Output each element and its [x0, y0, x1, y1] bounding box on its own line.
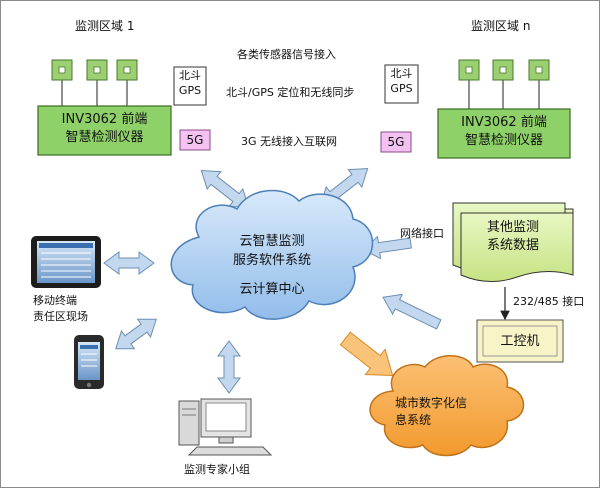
sensor-icon [86, 59, 108, 81]
cloud-city-arrow [339, 331, 394, 376]
sensor-icon [458, 59, 480, 81]
beidou-line1: 北斗 [179, 69, 201, 82]
left-device-cloud-arrow [200, 169, 250, 209]
beidou-text-left: 北斗 GPS [174, 69, 206, 99]
serial-port-label: 232/485 接口 [513, 295, 585, 308]
device-line2: 智慧检测仪器 [464, 132, 543, 148]
tablet-cloud-arrow [103, 251, 155, 275]
city-line2: 息系统 [395, 413, 432, 428]
right-device-group [380, 59, 571, 159]
gps-sync-label: 北斗/GPS 定位和无线同步 [226, 86, 355, 99]
ipc-box [476, 319, 564, 363]
badge-5g-right-text: 5G [387, 135, 405, 149]
device-box-right [437, 108, 571, 159]
wireless-3g-label: 3G 无线接入互联网 [241, 135, 338, 148]
beidou-line2: GPS [390, 81, 413, 95]
device-text-left: INV3062 前端 智慧检测仪器 [38, 111, 171, 146]
badge-5g-left [179, 129, 211, 151]
desktop-computer-icon [178, 398, 273, 456]
left-device-group [37, 59, 211, 156]
device-text-right: INV3062 前端 智慧检测仪器 [438, 114, 570, 149]
device-line1: INV3062 前端 [61, 112, 148, 127]
sensor-icon [116, 59, 138, 81]
ipc-data-arrow [382, 293, 442, 330]
other-data-text: 其他监测 系统数据 [461, 219, 565, 254]
sensor-icon [51, 59, 73, 81]
mobile-line1: 移动终端 [33, 294, 77, 307]
other-line2: 系统数据 [486, 237, 539, 253]
mobile-line2: 责任区现场 [33, 309, 88, 323]
sensor-signal-label: 各类传感器信号接入 [237, 48, 336, 61]
other-system-data-pages [452, 202, 574, 282]
beidou-box-right [384, 64, 419, 104]
beidou-text-right: 北斗 GPS [385, 67, 418, 97]
beidou-box-left [173, 66, 207, 106]
mobile-text: 移动终端 责任区现场 [33, 293, 103, 325]
badge-5g-left-text: 5G [186, 133, 204, 147]
device-box-left [37, 105, 172, 156]
expert-group-label: 监测专家小组 [184, 463, 250, 476]
sensor-icon [492, 59, 514, 81]
beidou-line2: GPS [178, 83, 202, 97]
cloud-text: 云智慧监测 服务软件系统 云计算中心 [197, 233, 347, 300]
city-cloud-shape [369, 355, 525, 457]
tablet-icon [31, 236, 101, 288]
badge-5g-right [380, 131, 412, 153]
beidou-line1: 北斗 [390, 67, 413, 80]
expert-cloud-arrow [217, 340, 241, 394]
cloud-line1: 云智慧监测 [239, 234, 305, 249]
network-port-label: 网络接口 [400, 227, 444, 240]
ipc-label: 工控机 [500, 334, 540, 349]
phone-icon [74, 335, 104, 389]
device-line1: INV3062 前端 [461, 115, 547, 130]
region-label-right: 监测区域 n [471, 19, 531, 33]
cloud-line2: 服务软件系统 [232, 252, 311, 268]
city-line1: 城市数字化信 [395, 396, 468, 410]
region-label-left: 监测区域 1 [75, 19, 135, 33]
phone-cloud-arrow [115, 318, 157, 350]
other-line1: 其他监测 [486, 220, 539, 235]
cloud-shape [170, 189, 374, 320]
city-text: 城市数字化信 息系统 [395, 395, 507, 430]
cloud-line3: 云计算中心 [239, 281, 305, 297]
sensor-icon [528, 59, 550, 81]
device-line2: 智慧检测仪器 [65, 129, 144, 145]
